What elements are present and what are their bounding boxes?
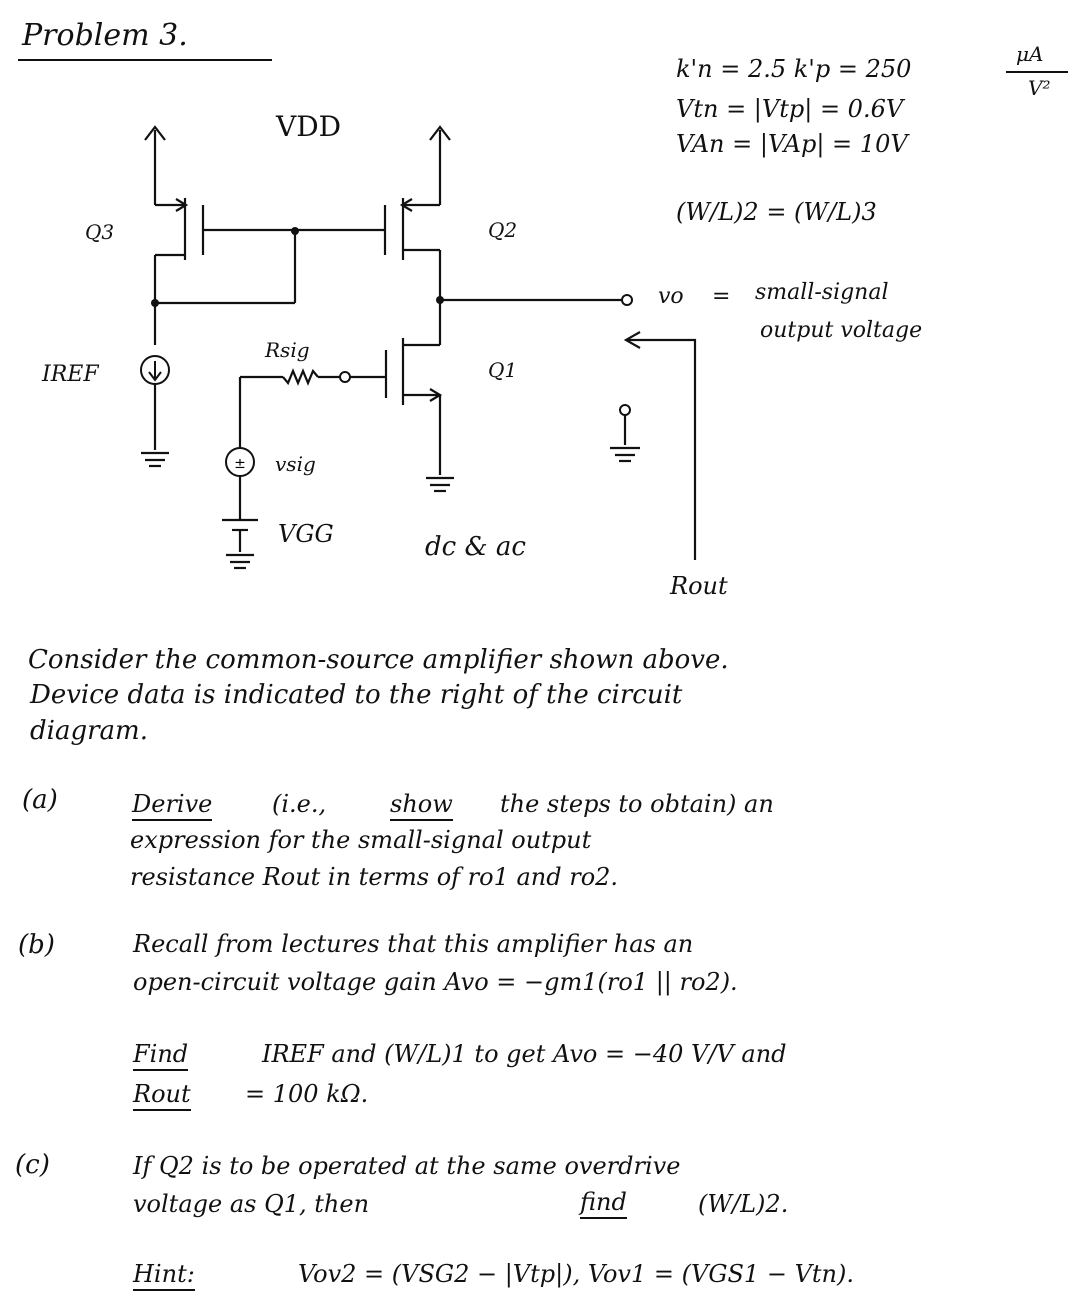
q3-label: Q3 xyxy=(85,220,115,244)
svg-text:±: ± xyxy=(234,456,246,472)
rout-label: Rout xyxy=(670,572,728,600)
rout-arrow xyxy=(628,338,697,560)
device-data-line4: (W/L)2 = (W/L)3 xyxy=(676,198,877,226)
part-a-line-3: resistance Rout in terms of ro1 and ro2. xyxy=(130,863,619,891)
transistor-q2 xyxy=(383,125,451,345)
part-a-line1-rest: the steps to obtain) an xyxy=(500,790,774,818)
part-c-label: (c) xyxy=(15,1150,50,1180)
vdd-label: VDD xyxy=(276,110,342,143)
part-c-line-2a: voltage as Q1, then xyxy=(133,1190,370,1218)
iref-label: IREF xyxy=(42,362,99,387)
device-data-line2: Vtn = |Vtp| = 0.6V xyxy=(676,95,904,123)
part-a-line-2: expression for the small-signal output xyxy=(130,826,592,854)
device-data-line3: VAn = |VAp| = 10V xyxy=(676,130,908,158)
part-b-find: Find xyxy=(133,1040,189,1071)
part-a-label: (a) xyxy=(22,785,58,815)
vo-equals: = xyxy=(712,284,731,309)
part-a-show: show xyxy=(390,790,453,821)
rsig-resistor xyxy=(282,368,319,386)
vgg-label: VGG xyxy=(278,520,334,548)
vsig-label: vsig xyxy=(275,452,316,476)
dc-ac-label: dc & ac xyxy=(425,532,526,562)
part-b-find-rest: IREF and (W/L)1 to get Avo = −40 V/V and xyxy=(262,1040,787,1068)
rsig-label: Rsig xyxy=(265,338,310,362)
part-b-rout-rest: = 100 kΩ. xyxy=(245,1080,369,1108)
transistor-q3 xyxy=(144,125,205,345)
intro-line-1: Consider the common-source amplifier sho… xyxy=(28,645,729,675)
part-b-line-2: open-circuit voltage gain Avo = −gm1(ro1… xyxy=(133,968,738,996)
intro-line-2: Device data is indicated to the right of… xyxy=(30,680,683,710)
hint-label: Hint: xyxy=(133,1260,195,1291)
part-c-line-1: If Q2 is to be operated at the same over… xyxy=(133,1152,681,1180)
part-c-find: find xyxy=(580,1188,627,1219)
part-b-rout: Rout xyxy=(133,1080,191,1111)
part-a-derive: Derive xyxy=(132,790,213,821)
unit-numerator: μA xyxy=(1016,42,1044,66)
vo-desc-2: output voltage xyxy=(760,318,923,343)
vo-label: vo xyxy=(658,284,684,309)
vo-desc-1: small-signal xyxy=(755,280,889,305)
circuit-diagram: ± xyxy=(18,59,1068,570)
unit-denominator: V² xyxy=(1028,76,1051,100)
problem-title: Problem 3. xyxy=(22,18,188,53)
q1-label: Q1 xyxy=(488,358,518,382)
device-data-line1: k'n = 2.5 k'p = 250 xyxy=(676,55,912,83)
part-b-line-1: Recall from lectures that this amplifier… xyxy=(133,930,694,958)
part-c-line-2b: (W/L)2. xyxy=(698,1190,789,1218)
part-b-label: (b) xyxy=(18,930,55,960)
transistor-q1 xyxy=(384,338,454,493)
intro-line-3: diagram. xyxy=(30,716,148,746)
q2-label: Q2 xyxy=(488,218,518,242)
hint-text: Vov2 = (VSG2 − |Vtp|), Vov1 = (VGS1 − Vt… xyxy=(298,1260,854,1288)
part-a-ie: (i.e., xyxy=(272,790,327,818)
